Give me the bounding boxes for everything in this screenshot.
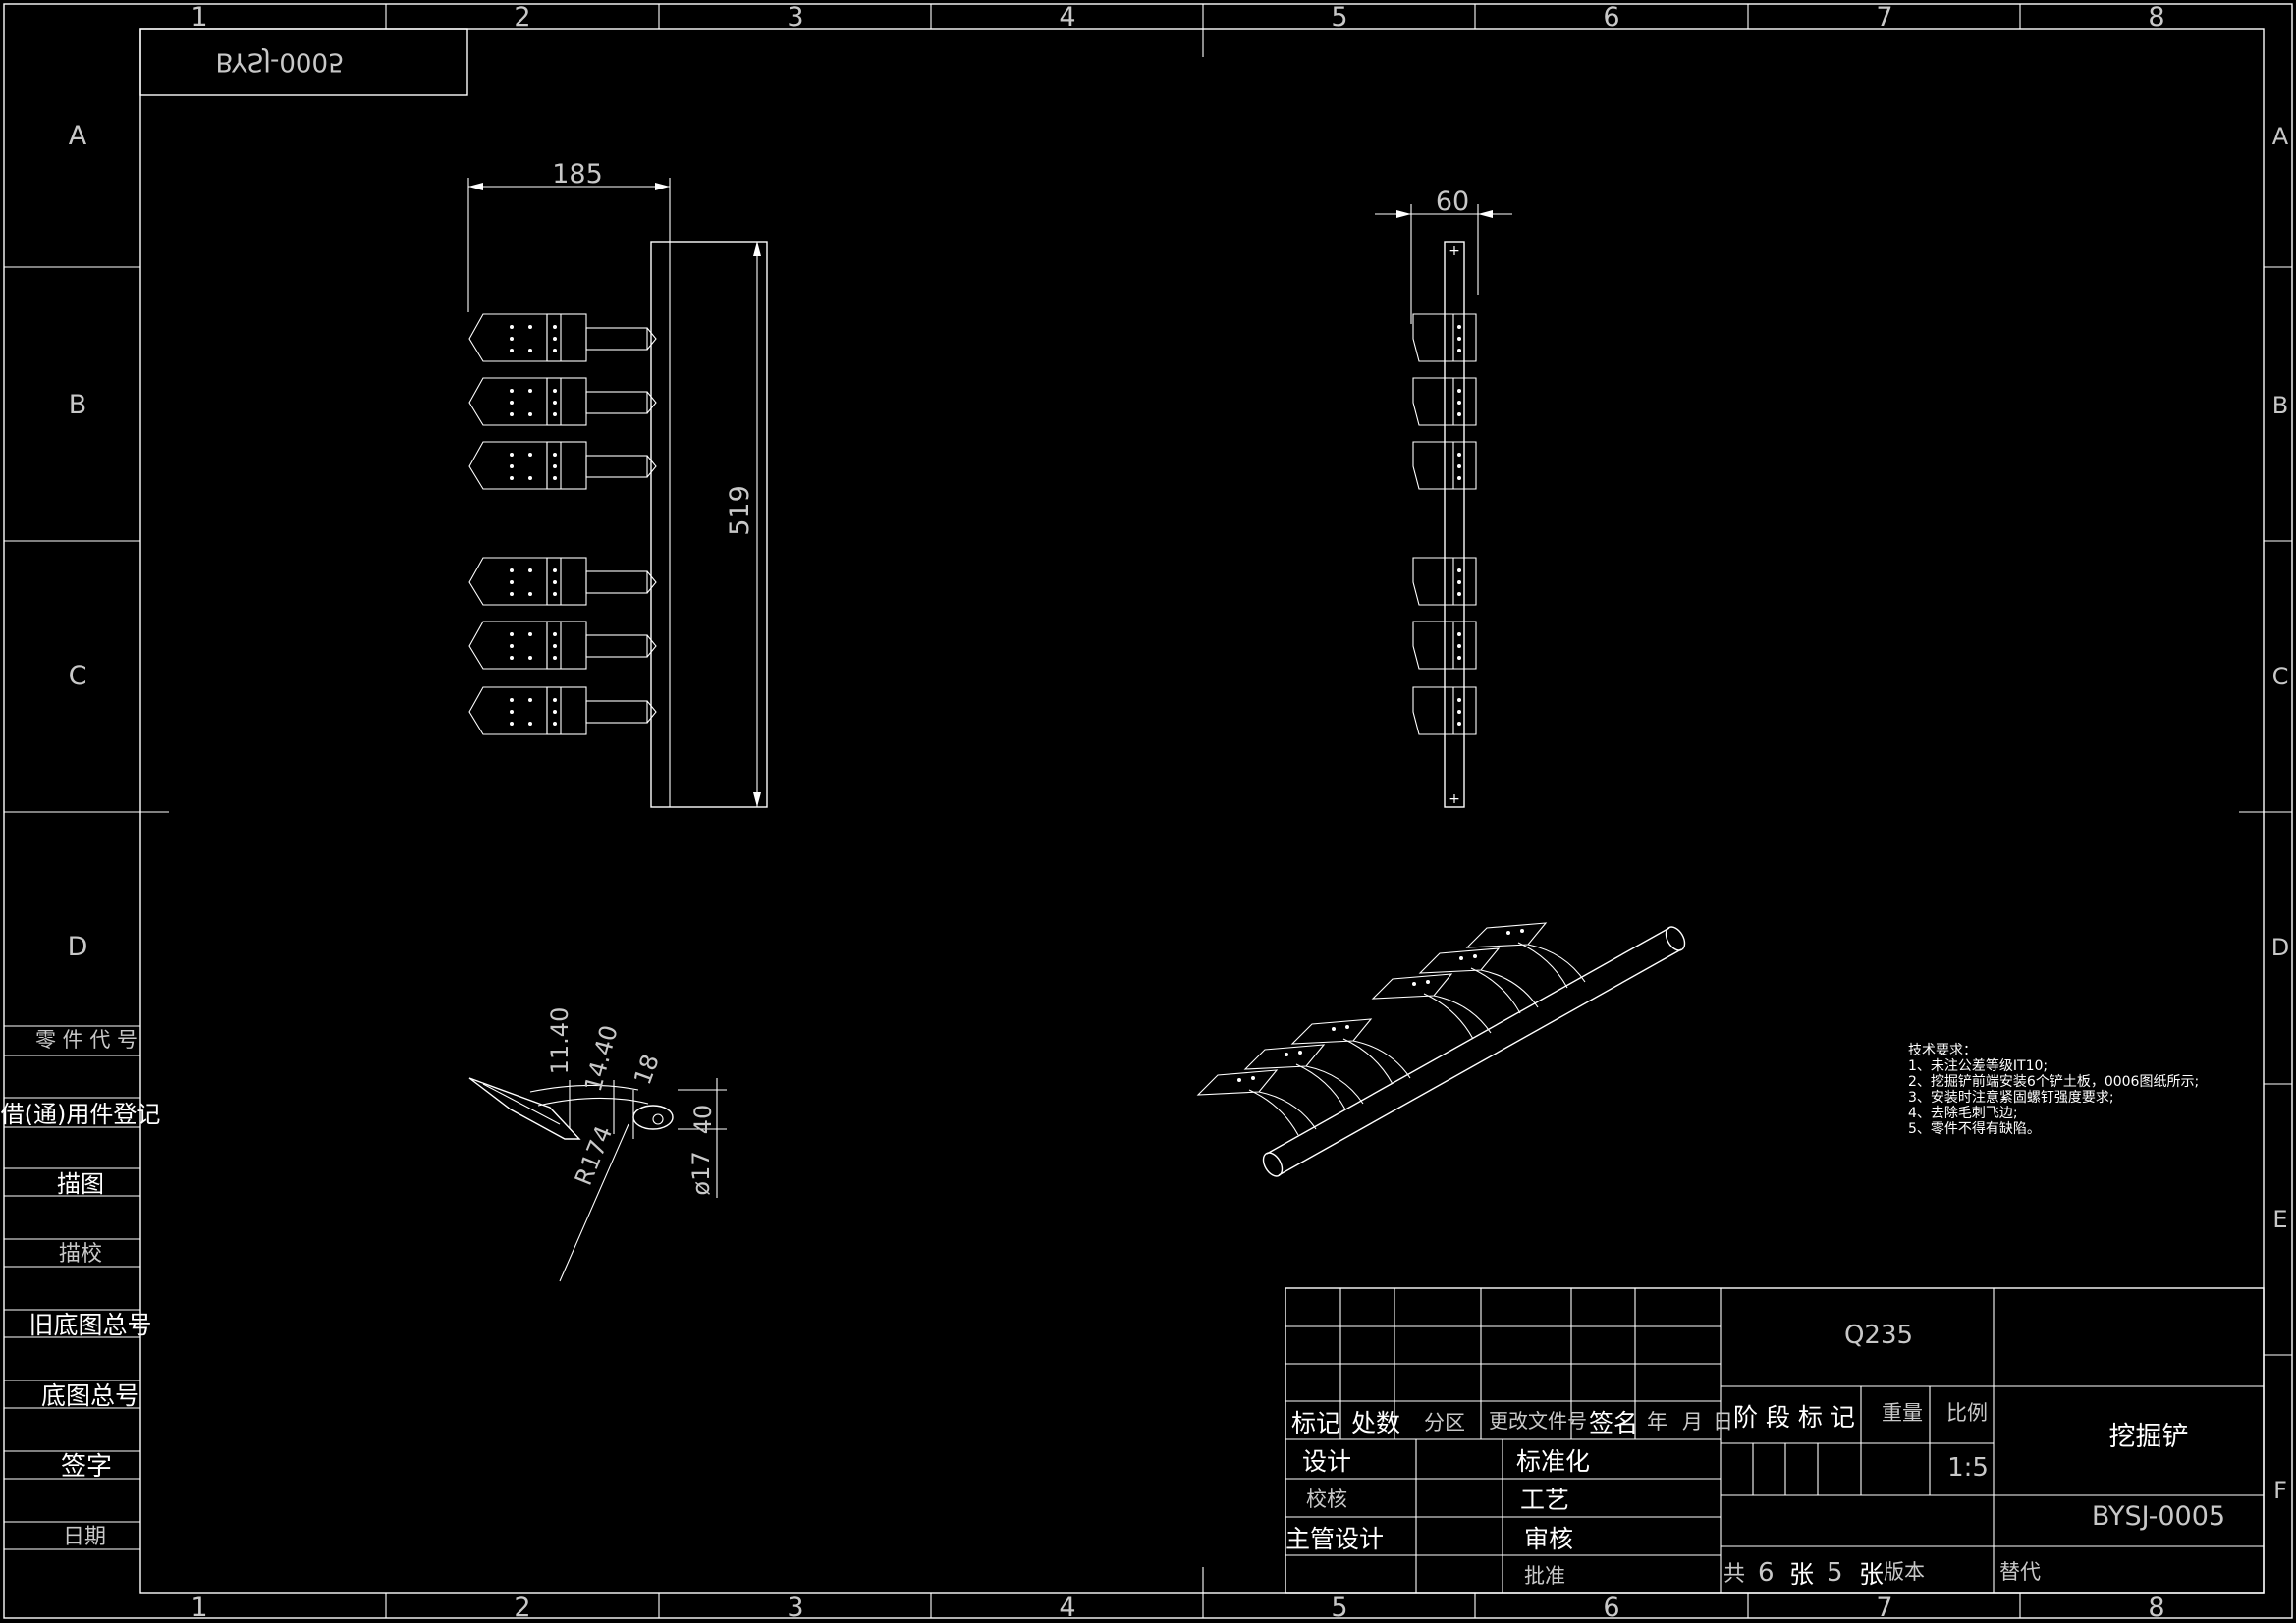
col-label-5: 5 (1331, 1593, 1347, 1623)
row-label-d: D (2271, 934, 2289, 961)
svg-text:+: + (1449, 243, 1460, 259)
row-labels-left: A B C D (68, 121, 88, 962)
row-label-b: B (2272, 392, 2288, 419)
blade-group (468, 313, 657, 362)
dim-section-dia: ø17 (687, 1151, 715, 1195)
row-label-b: B (69, 390, 87, 420)
iso-blade (1196, 1069, 1317, 1136)
row-label-a: A (2272, 123, 2289, 150)
col-label-7: 7 (1876, 1593, 1892, 1623)
col-label-2: 2 (514, 1593, 530, 1623)
part-code-label: 零 件 代 号 (35, 1028, 137, 1052)
side-view: + + 60 (1375, 187, 1512, 808)
trace-check-label: 描校 (59, 1242, 102, 1267)
row-label-a: A (69, 121, 87, 151)
chief-design-label: 主管设计 (1285, 1525, 1384, 1553)
tech-requirements: 技术要求： 1、未注公差等级IT10; 2、挖掘铲前端安装6个铲土板，0006图… (1908, 1043, 2199, 1137)
dim-front-height: 519 (725, 485, 755, 536)
date-label: 日期 (63, 1525, 106, 1549)
craft-label: 工艺 (1520, 1486, 1569, 1514)
col-label-6: 6 (1603, 2, 1619, 32)
dim-60: 60 (1375, 187, 1512, 324)
col-label-1: 1 (191, 1593, 207, 1623)
dim-185: 185 (467, 159, 671, 312)
base-no-label: 底图总号 (41, 1381, 139, 1410)
tech-item: 5、零件不得有缺陷。 (1908, 1120, 2041, 1137)
row-label-c: C (69, 661, 87, 691)
trace-label: 描图 (57, 1170, 104, 1198)
dim-519: 519 (725, 242, 761, 807)
sheet-label: 张 (1789, 1560, 1814, 1589)
tech-item: 3、安装时注意紧固螺钉强度要求; (1908, 1089, 2114, 1106)
svg-text:+: + (1449, 791, 1460, 807)
col-label-1: 1 (191, 2, 207, 32)
tech-item: 4、去除毛刺飞边; (1908, 1106, 2018, 1121)
scale-label: 比例 (1946, 1401, 1988, 1425)
column-labels-top: 1 2 3 4 5 6 7 8 (191, 2, 2164, 32)
rev-zone: 分区 (1424, 1411, 1465, 1434)
sheet-number: 5 (1827, 1558, 1843, 1588)
row-label-f: F (2273, 1477, 2287, 1504)
dim-section-a: 11.40 (546, 1007, 574, 1075)
col-label-8: 8 (2148, 1593, 2164, 1623)
dim-section-d: 40 (689, 1105, 717, 1135)
col-label-7: 7 (1876, 2, 1892, 32)
corner-code: BYSJ-0005 (215, 47, 344, 77)
sheet-label-2: 张 (1859, 1560, 1884, 1589)
col-label-4: 4 (1059, 2, 1075, 32)
front-view: 185 519 (467, 159, 768, 808)
rev-year: 年 (1647, 1410, 1667, 1434)
old-base-no-label: 旧底图总号 (28, 1311, 151, 1339)
material: Q235 (1844, 1321, 1913, 1350)
column-labels-bottom: 1 2 3 4 5 6 7 8 (191, 1593, 2164, 1623)
isometric-view (1196, 922, 1686, 1177)
tech-item: 2、挖掘铲前端安装6个铲土板，0006图纸所示; (1908, 1073, 2199, 1090)
left-info-column: 零 件 代 号 借(通)用件登记 描图 描校 旧底图总号 底图总号 签字 日期 (1, 1025, 161, 1550)
scale-value: 1:5 (1947, 1453, 1989, 1483)
tech-heading: 技术要求： (1908, 1043, 1977, 1058)
col-label-8: 8 (2148, 2, 2164, 32)
version-label: 版本 (1884, 1560, 1925, 1584)
standardize-label: 标准化 (1516, 1447, 1590, 1476)
rev-mark: 标记 (1291, 1409, 1340, 1437)
rev-day: 日 (1713, 1410, 1733, 1434)
approve-label: 批准 (1524, 1564, 1565, 1588)
weight-label: 重量 (1882, 1401, 1923, 1425)
row-labels-right: A B C D E F (2271, 123, 2289, 1504)
rev-change-doc: 更改文件号 (1489, 1409, 1587, 1433)
drawing-number: BYSJ-0005 (2092, 1501, 2225, 1532)
row-label-e: E (2272, 1206, 2287, 1233)
rev-signature: 签名 (1589, 1409, 1638, 1437)
blade (468, 313, 657, 362)
part-name: 挖掘铲 (2109, 1422, 2189, 1452)
col-label-4: 4 (1059, 1593, 1075, 1623)
tech-item: 1、未注公差等级IT10; (1908, 1057, 2048, 1074)
col-label-5: 5 (1331, 2, 1347, 32)
dim-side-width: 60 (1436, 187, 1469, 217)
review-label: 审核 (1524, 1525, 1573, 1553)
check-label: 校核 (1306, 1488, 1347, 1511)
borrow-register-label: 借(通)用件登记 (1, 1101, 161, 1128)
col-label-3: 3 (787, 2, 803, 32)
total-sheets-value: 6 (1758, 1558, 1775, 1588)
outer-border (3, 3, 2293, 1619)
total-sheets-label: 共 (1723, 1562, 1745, 1587)
sign-label: 签字 (61, 1452, 112, 1482)
corner-code-box: BYSJ-0005 (139, 28, 468, 96)
col-label-6: 6 (1603, 1593, 1619, 1623)
row-label-d: D (68, 932, 88, 962)
rev-count: 处数 (1351, 1409, 1400, 1437)
replace-label: 替代 (1999, 1560, 2041, 1584)
col-label-2: 2 (514, 2, 530, 32)
col-label-3: 3 (787, 1593, 803, 1623)
side-blade (1412, 313, 1477, 362)
dim-front-width: 185 (552, 159, 603, 189)
stage-mark-label: 阶 段 标 记 (1733, 1403, 1855, 1432)
rev-month: 月 (1682, 1410, 1703, 1434)
title-block: Q235 标记 处数 分区 更改文件号 签名 年 月 日 设计 标准化 校核 工… (1285, 1287, 2265, 1594)
row-label-c: C (2272, 663, 2289, 690)
design-label: 设计 (1302, 1447, 1351, 1476)
